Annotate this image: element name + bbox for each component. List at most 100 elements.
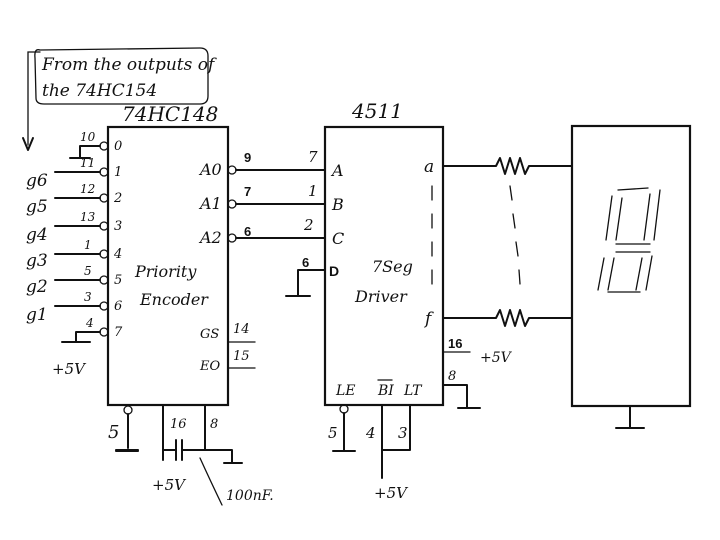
encoder-outputs: A0 9 A1 7 A2 6 xyxy=(198,150,251,247)
decoupling-capacitor xyxy=(175,439,183,461)
driver-le-ground xyxy=(332,412,356,452)
encoder-supply-wiring xyxy=(162,404,243,464)
display-body xyxy=(570,124,692,408)
seven-segment-display xyxy=(570,124,692,429)
driver-chip: 4511 7Seg Driver A 7 B 1 C 2 D 6 a f 16 … xyxy=(302,99,513,502)
encoder-pin-gnd-left: 5 xyxy=(108,422,119,443)
encoder-input-pin-1: 11 xyxy=(80,156,95,170)
driver-body xyxy=(323,125,445,407)
encoder-input-pin-3: 13 xyxy=(80,210,96,224)
driver-seg-f: f xyxy=(423,309,434,329)
driver-lt-label: LT xyxy=(403,383,423,399)
encoder-input-bubble-7 xyxy=(99,327,109,337)
driver-input-b: B xyxy=(331,195,344,214)
encoder-input-bubble-3 xyxy=(99,221,109,231)
encoder-input-signal-6: g1 xyxy=(26,305,48,325)
encoder-input-signal-5: g2 xyxy=(26,277,48,297)
encoder-input-signal-4: g3 xyxy=(26,251,48,271)
encoder-eo-label: EO xyxy=(199,359,220,374)
driver-le-bubble xyxy=(339,404,349,414)
encoder-label-1: Priority xyxy=(134,262,197,281)
encoder-output-pin-a1: 7 xyxy=(244,184,251,199)
driver-le-pin: 5 xyxy=(328,424,338,442)
driver-seg-a: a xyxy=(424,157,434,177)
driver-part-label: 4511 xyxy=(351,99,403,123)
encoder-input-index-3: 3 xyxy=(114,219,122,234)
resistor-dashes xyxy=(509,185,521,285)
encoder-bottom-bubble xyxy=(123,405,133,415)
encoder-part-label: 74HC148 xyxy=(122,102,218,126)
encoder-input-index-6: 6 xyxy=(114,299,122,314)
encoder-supply-bottom: +5V xyxy=(152,476,187,494)
encoder-input-signal-1: g6 xyxy=(26,171,48,191)
encoder-output-a2: A2 xyxy=(198,228,222,247)
driver-le-label: LE xyxy=(335,383,356,399)
driver-label-2: Driver xyxy=(354,287,408,306)
encoder-output-bubble-a1 xyxy=(227,199,237,209)
encoder-chip: 74HC148 Priority Encoder 0 10 1 11 g6 2 … xyxy=(26,102,274,506)
encoder-output-a0: A0 xyxy=(198,160,222,179)
encoder-output-pin-a2: 6 xyxy=(244,224,251,239)
encoder-eo-pin: 15 xyxy=(233,349,250,364)
driver-input-pin-d: 6 xyxy=(302,255,309,270)
encoder-input-index-7: 7 xyxy=(114,325,123,340)
encoder-input-index-2: 2 xyxy=(113,191,122,206)
encoder-input-pin-0: 10 xyxy=(80,130,96,144)
encoder-input-signal-2: g5 xyxy=(26,197,48,217)
encoder-gs-pin: 14 xyxy=(233,322,250,337)
driver-vcc-pin: 16 xyxy=(448,336,462,351)
encoder-input-index-0: 0 xyxy=(114,139,122,154)
wire-d-ground xyxy=(285,269,326,297)
display-ground xyxy=(615,405,645,429)
encoder-input-pin-4: 1 xyxy=(84,238,92,252)
encoder-input-bubble-2 xyxy=(99,193,109,203)
encoder-label-2: Encoder xyxy=(139,290,209,309)
note-line-2: the 74HC154 xyxy=(42,81,157,101)
driver-supply-bottom: +5V xyxy=(374,484,409,502)
encoder-input-bubble-0 xyxy=(99,141,109,151)
encoder-pin-vcc: 16 xyxy=(170,417,187,432)
encoder-gs-label: GS xyxy=(200,327,219,342)
resistor-a xyxy=(442,157,573,175)
encoder-pin-gnd-right: 8 xyxy=(210,417,218,432)
encoder-input-bubble-4 xyxy=(99,249,109,259)
encoder-input-bubble-6 xyxy=(99,301,109,311)
encoder-output-a1: A1 xyxy=(198,194,222,213)
encoder-supply-left: +5V xyxy=(52,360,87,378)
digit-outline xyxy=(597,187,661,293)
encoder-input-pin-6: 3 xyxy=(84,290,92,304)
driver-gnd-pin: 8 xyxy=(448,369,456,384)
driver-ground-right xyxy=(442,384,481,409)
cap-leader xyxy=(199,457,223,506)
driver-bi-lt-supply xyxy=(381,404,411,479)
encoder-input-index-1: 1 xyxy=(114,165,122,180)
encoder-input-0-ground xyxy=(69,145,101,159)
driver-input-c: C xyxy=(332,229,344,248)
driver-input-d: D xyxy=(329,263,339,279)
encoder-body xyxy=(106,125,230,407)
encoder-output-bubble-a0 xyxy=(227,165,237,175)
note-bubble: From the outputs of the 74HC154 xyxy=(22,47,217,151)
note-line-1: From the outputs of xyxy=(41,55,217,75)
encoder-input-pin-7: 4 xyxy=(85,316,94,330)
driver-input-pin-a: 7 xyxy=(308,148,318,166)
encoder-output-pin-a0: 9 xyxy=(244,150,251,165)
encoder-input-pin-5: 5 xyxy=(84,264,92,278)
driver-label-1: 7Seg xyxy=(372,257,413,276)
driver-lt-pin: 3 xyxy=(398,424,408,442)
encoder-input-7-supply xyxy=(61,331,101,343)
segment-resistors xyxy=(442,157,573,327)
encoder-input-signal-3: g4 xyxy=(26,225,48,245)
resistor-f xyxy=(442,309,573,327)
encoder-output-bubble-a2 xyxy=(227,233,237,243)
driver-bi-label: BI xyxy=(377,383,394,399)
encoder-inputs: 0 10 1 11 g6 2 12 g5 3 13 g4 4 1 g3 5 xyxy=(26,130,123,378)
encoder-input-bubble-5 xyxy=(99,275,109,285)
driver-input-pin-c: 2 xyxy=(303,216,314,234)
encoder-input-index-5: 5 xyxy=(114,273,122,288)
encoder-input-bubble-1 xyxy=(99,167,109,177)
bus-wires xyxy=(235,169,326,297)
cap-value-label: 100nF. xyxy=(226,488,274,504)
driver-vcc-label: +5V xyxy=(480,350,513,366)
